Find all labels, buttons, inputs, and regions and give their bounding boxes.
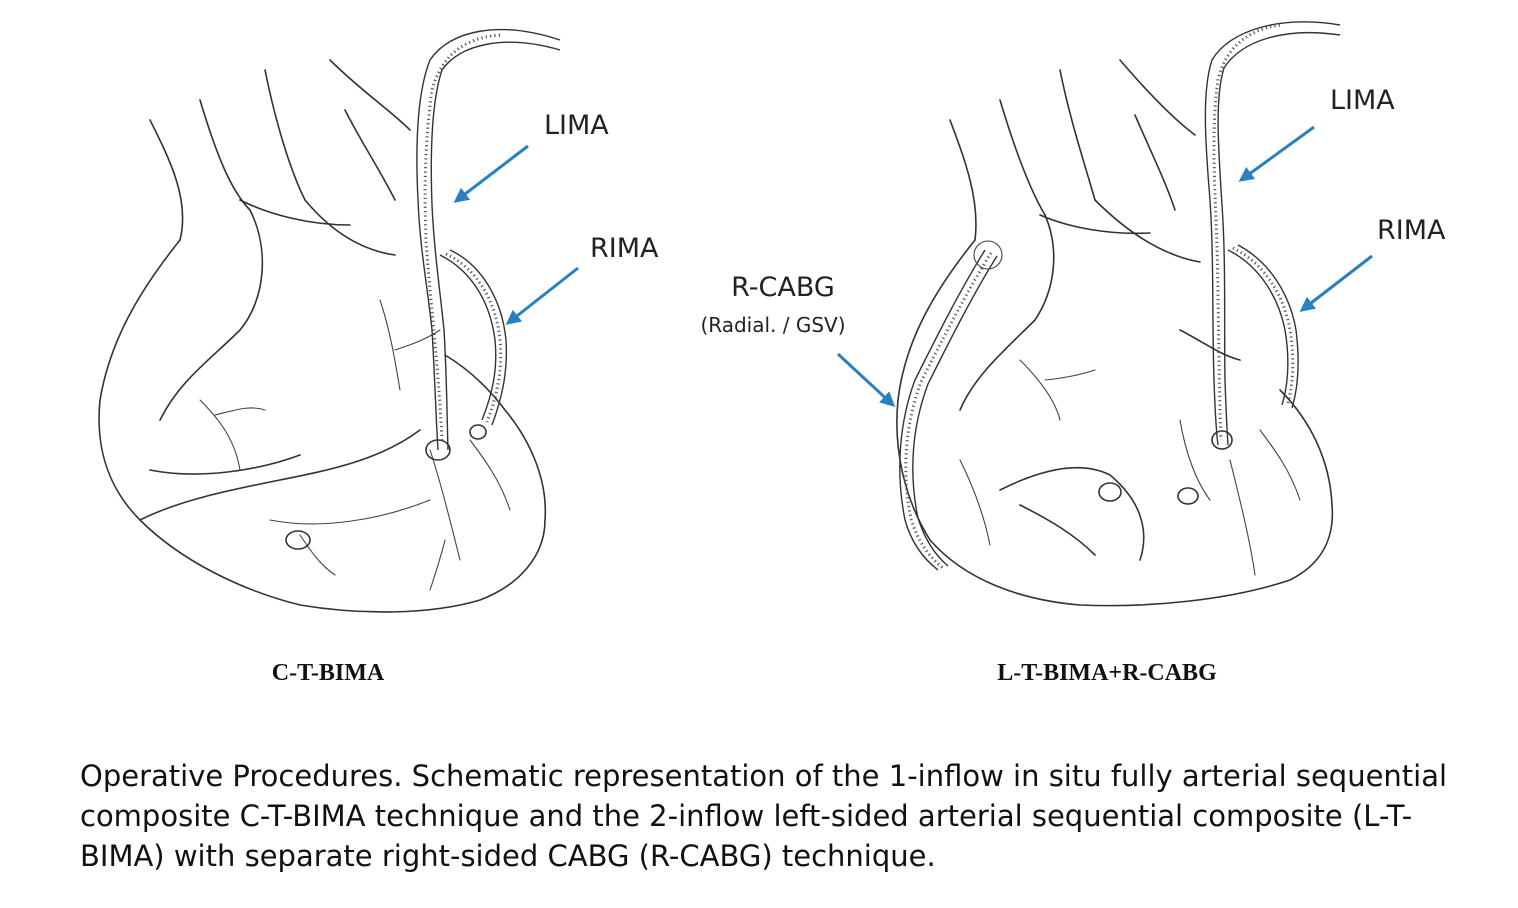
arrow-lima-left xyxy=(453,144,529,203)
heart-drawing-left xyxy=(98,28,561,613)
rima-label-right: RIMA xyxy=(1377,215,1446,246)
label-lima-left: LIMA xyxy=(544,110,609,141)
lima-label-left: LIMA xyxy=(544,110,609,141)
panel-title-left: C-T-BIMA xyxy=(272,660,385,686)
arrow-rima-left xyxy=(505,266,579,325)
label-rima-left: RIMA xyxy=(590,233,659,264)
lima-label-right: LIMA xyxy=(1330,85,1395,116)
arrow-rima-right xyxy=(1299,254,1373,312)
rima-label-left: RIMA xyxy=(590,233,659,264)
rcabg-sublabel: (Radial. / GSV) xyxy=(700,313,845,337)
figure-caption: Operative Procedures. Schematic represen… xyxy=(80,759,1448,873)
arrow-lima-right xyxy=(1238,125,1315,182)
rcabg-label: R-CABG xyxy=(731,272,835,303)
heart-drawing-right xyxy=(896,21,1341,607)
arrow-rcabg xyxy=(836,352,896,408)
panel-title-right: L-T-BIMA+R-CABG xyxy=(997,660,1217,686)
